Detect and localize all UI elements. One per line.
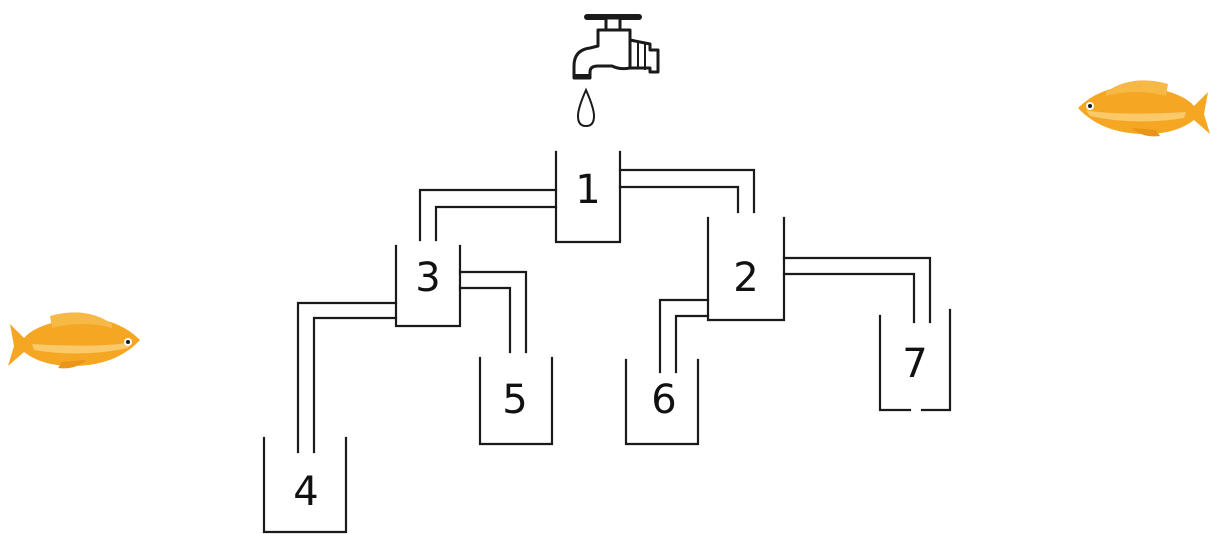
fish-icon xyxy=(1078,80,1210,136)
container-label-4: 4 xyxy=(293,469,318,515)
pipe-1-to-3 xyxy=(420,190,556,240)
fish-icon xyxy=(8,312,140,368)
container-label-5: 5 xyxy=(502,377,527,423)
pipe-2-to-7 xyxy=(784,258,930,322)
container-label-7: 7 xyxy=(902,341,927,387)
water-drop-icon xyxy=(578,90,594,126)
pipe-2-to-6 xyxy=(660,300,708,372)
container-label-3: 3 xyxy=(415,255,440,301)
container-label-1: 1 xyxy=(575,167,600,213)
faucet-icon xyxy=(574,14,658,79)
pipe-3-to-5 xyxy=(460,272,526,352)
container-label-6: 6 xyxy=(651,377,676,423)
container-label-2: 2 xyxy=(733,255,758,301)
pipe-1-to-2 xyxy=(620,170,754,212)
pipe-3-to-4 xyxy=(298,303,396,452)
